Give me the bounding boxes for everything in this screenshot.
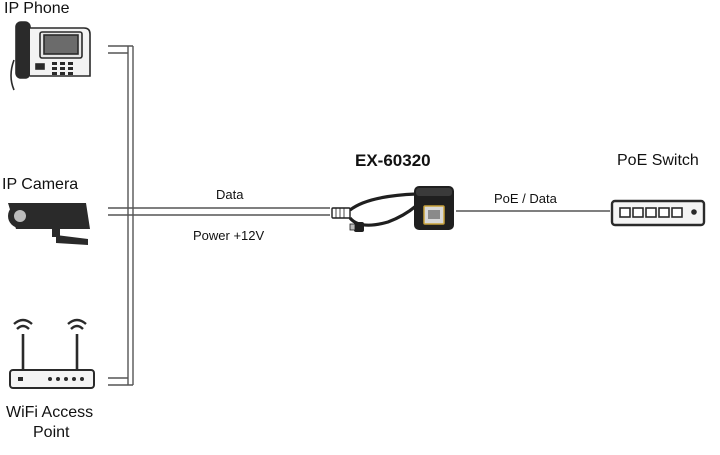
poe-switch-label: PoE Switch xyxy=(617,152,699,169)
ip-phone-label: IP Phone xyxy=(4,0,70,17)
wifi-ap-icon xyxy=(9,318,95,389)
poe-injector-icon xyxy=(331,186,454,232)
poe-switch-icon xyxy=(610,199,706,227)
wifi-ap-label-line2: Point xyxy=(33,424,70,441)
data-link-label: Data xyxy=(216,187,244,202)
injector-model-label: EX-60320 xyxy=(355,151,431,170)
wifi-ap-label-line1: WiFi Access xyxy=(6,404,94,421)
power-link-label: Power +12V xyxy=(193,228,265,243)
poe-data-link-label: PoE / Data xyxy=(494,191,557,206)
ip-camera-icon xyxy=(8,203,90,245)
ip-phone-icon xyxy=(10,21,91,91)
ip-camera-label: IP Camera xyxy=(2,176,79,193)
